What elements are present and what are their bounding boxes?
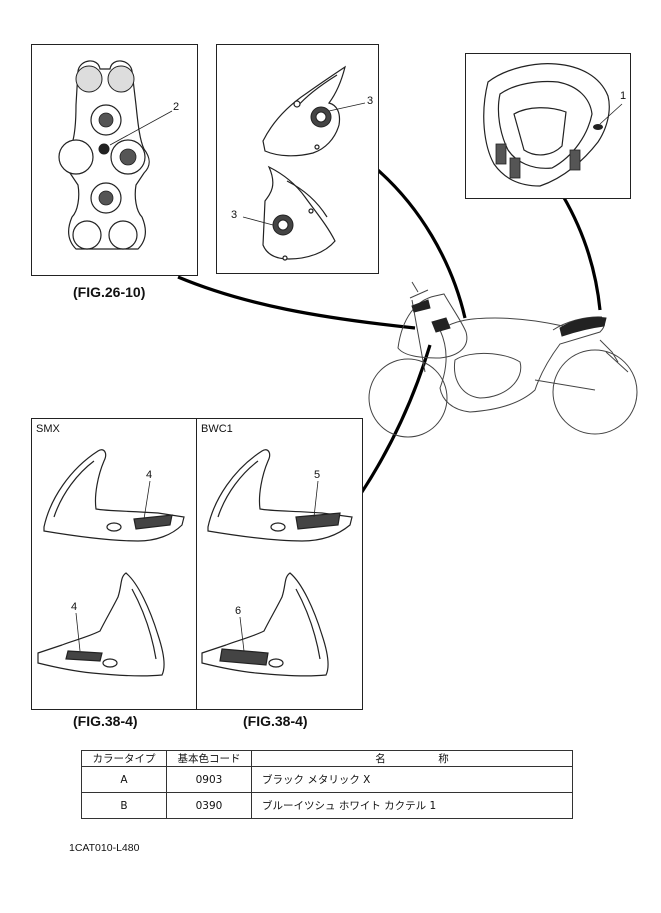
callout-3-upper: 3: [367, 95, 374, 107]
fig-label-top-bracket: (FIG.26-10): [73, 284, 146, 300]
callout-5: 5: [314, 469, 321, 481]
swingarm: [534, 379, 596, 391]
fairings-panel: SMX BWC1: [31, 418, 363, 710]
seat-cover-highlight: [559, 317, 607, 337]
emblem-upper-center: [315, 111, 327, 123]
color-table-header: カラータイプ 基本色コード 名 称: [81, 750, 573, 767]
fairing-right-top: [207, 449, 353, 542]
callout-1-leader: [599, 103, 623, 125]
fairings-divider: [196, 419, 197, 709]
callout-3-lower-leader: [242, 216, 274, 226]
clamp-hole-top-left: [75, 65, 103, 93]
seat-cover-drawing: [483, 63, 623, 187]
highlighted-parts: [411, 299, 607, 337]
header-color-type: カラータイプ: [81, 750, 167, 767]
fig-label-fairing-right: (FIG.38-4): [243, 713, 308, 729]
callout-4-bottom: 4: [71, 601, 78, 613]
front-wheel: [368, 358, 448, 438]
top-bracket-panel: 2: [31, 44, 198, 276]
table-row: A 0903 ブラック メタリック X: [81, 766, 573, 793]
callout-4-top: 4: [146, 469, 153, 481]
stem-upper-nut: [98, 112, 114, 128]
seat-cover-emblem: [593, 124, 603, 130]
motorcycle-outline: [368, 281, 638, 438]
body-outline: [439, 317, 605, 413]
seat-outline: [552, 316, 603, 331]
stem-center-nut: [119, 148, 137, 166]
connector-top-bracket: [177, 275, 416, 330]
top-bracket-drawing: [58, 60, 173, 250]
rear-wheel: [552, 349, 638, 435]
callout-2-leader: [109, 110, 173, 146]
callout-3-upper-leader: [328, 102, 366, 112]
row-b-code: 0390: [166, 792, 252, 819]
fig-label-fairing-left: (FIG.38-4): [73, 713, 138, 729]
variant-label-left: SMX: [36, 423, 60, 435]
emblem-lower-center: [277, 219, 289, 231]
clamp-hole-bottom-right: [108, 220, 138, 250]
stem-lower-nut: [98, 190, 114, 206]
seat-cover-rib-3: [569, 149, 581, 171]
seat-cover-rib-2: [509, 157, 521, 179]
engine-outline: [453, 352, 522, 399]
fork-left-hole: [58, 139, 94, 175]
row-a-name: ブラック メタリック X: [251, 766, 573, 793]
fairings-drawing: [37, 449, 353, 677]
connector-fairings: [358, 344, 432, 496]
callout-1: 1: [620, 90, 627, 102]
seat-cover-recess: [513, 107, 567, 156]
fairing-left-bottom: [37, 572, 165, 677]
document-code: 1CAT010-L480: [69, 842, 140, 854]
seat-cover-panel: 1: [465, 53, 631, 199]
fairing-left-top: [43, 449, 185, 542]
callout-2: 2: [173, 101, 180, 113]
header-base-color-code: 基本色コード: [166, 750, 252, 767]
emblem-badge: [97, 142, 111, 156]
connector-seat-cover: [561, 195, 602, 311]
side-cover-lower: [262, 165, 336, 261]
seat-cover-rib-1: [495, 143, 507, 165]
row-a-type: A: [81, 766, 167, 793]
side-covers-panel: 3 3: [216, 44, 379, 274]
callout-6: 6: [235, 605, 242, 617]
clamp-hole-bottom-left: [72, 220, 102, 250]
connector-side-covers: [370, 163, 467, 319]
top-bracket-highlight: [411, 299, 431, 313]
row-b-name: ブルーイツシュ ホワイト カクテル 1: [251, 792, 573, 819]
side-cover-upper: [262, 65, 346, 157]
row-a-code: 0903: [166, 766, 252, 793]
fairing-right-bottom: [201, 572, 329, 677]
handlebar: [409, 281, 429, 299]
callout-3-lower: 3: [231, 209, 238, 221]
rear-bracket: [599, 339, 629, 373]
table-row: B 0390 ブルーイツシュ ホワイト カクテル 1: [81, 792, 573, 819]
row-b-type: B: [81, 792, 167, 819]
variant-label-right: BWC1: [201, 423, 233, 435]
header-name: 名 称: [251, 750, 573, 767]
side-covers-drawing: [242, 65, 366, 261]
side-cover-highlight: [431, 317, 451, 333]
clamp-hole-top-right: [107, 65, 135, 93]
color-table: カラータイプ 基本色コード 名 称 A 0903 ブラック メタリック X B …: [81, 750, 573, 819]
